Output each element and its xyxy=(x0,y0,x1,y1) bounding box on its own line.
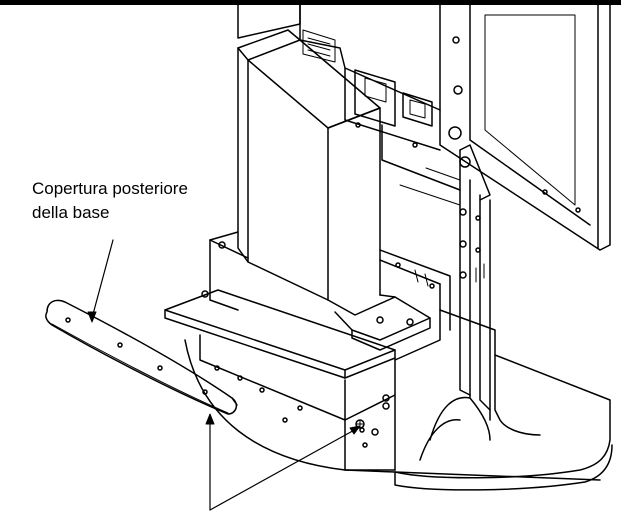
callout-leader-arrowhead xyxy=(87,311,97,323)
base-rear-cover-label-line1: Copertura posteriore xyxy=(32,179,188,198)
callout-leader-line xyxy=(91,239,114,319)
base-rear-cover-label: Copertura posteriore della base xyxy=(32,177,188,225)
base-plinth xyxy=(184,309,613,491)
base-rear-cover-label-line2: della base xyxy=(32,203,110,222)
screw-leader-arrowhead-left xyxy=(205,413,215,425)
screw-leader-line-right xyxy=(209,427,359,511)
stand-column xyxy=(381,124,491,421)
rear-cover-panel xyxy=(45,299,238,415)
shelf-plate xyxy=(164,289,396,379)
mounting-bracket xyxy=(327,294,431,351)
top-border-bar xyxy=(0,0,621,5)
inner-housing xyxy=(209,231,451,361)
screw-leader-arrowhead-right xyxy=(349,425,361,435)
monitor-back-panel xyxy=(237,4,611,251)
tall-box-unit xyxy=(237,29,381,301)
lower-base-box xyxy=(199,334,396,471)
